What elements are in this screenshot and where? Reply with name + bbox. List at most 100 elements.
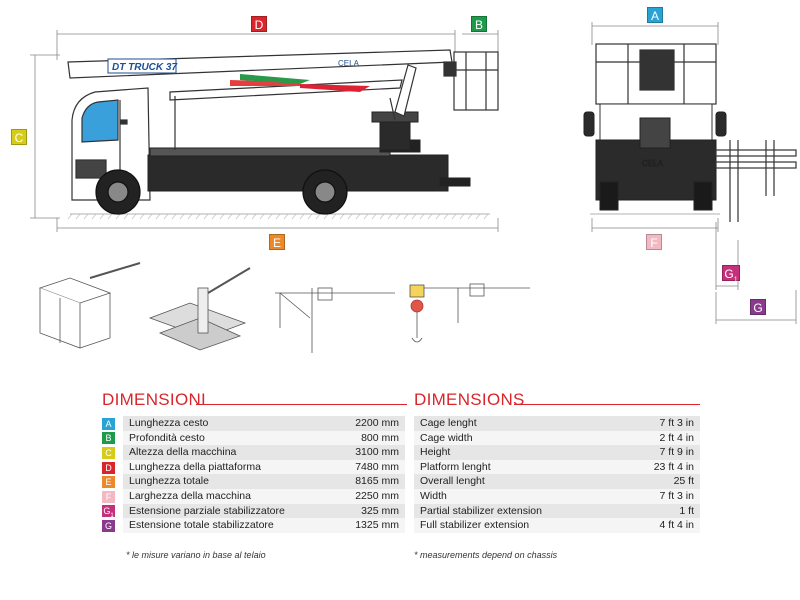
- basket-detail: [38, 262, 141, 349]
- dimension-key-badge: F: [102, 490, 115, 503]
- dimension-label: Lunghezza totale: [123, 474, 339, 489]
- dimension-value: 1325 mm: [338, 518, 405, 533]
- lower-boom: [169, 64, 417, 150]
- dimension-label: Lunghezza cesto: [123, 416, 339, 431]
- dimension-key-badge: C: [102, 446, 115, 459]
- row-key-cell: E: [102, 474, 120, 489]
- rear-brand-text: CELA: [642, 159, 664, 168]
- dimension-key-badge: E: [102, 476, 115, 489]
- dimension-value: 25 ft: [624, 474, 700, 489]
- en-title-rule: [514, 404, 700, 405]
- row-key-cell: G: [102, 518, 120, 533]
- dimension-label: Altezza della macchina: [123, 445, 339, 460]
- dimension-label: Width: [414, 488, 625, 504]
- row-key-cell: A: [102, 416, 120, 431]
- truck-side-view-drawing: DT TRUCK 37 CELA: [30, 30, 499, 232]
- dimension-label: Cage lenght: [414, 416, 625, 431]
- dimension-line-f: [591, 218, 719, 232]
- dimension-line-a: [591, 22, 719, 45]
- label-b: B: [471, 16, 487, 32]
- dimension-value: 7 ft 3 in: [624, 416, 700, 431]
- boom-branding: DT TRUCK 37 CELA: [107, 58, 360, 74]
- label-f: F: [646, 234, 662, 250]
- brand-text: CELA: [338, 59, 360, 68]
- boom-turret: [371, 111, 419, 151]
- basket-side: [443, 51, 499, 111]
- dimension-label: Partial stabilizer extension: [414, 503, 625, 519]
- dimension-key-badge: A: [102, 417, 115, 430]
- en-section-title: DIMENSIONS: [414, 390, 525, 409]
- dimension-value: 7480 mm: [338, 459, 405, 475]
- jib-detail: [275, 287, 395, 353]
- detail-drawings: [38, 262, 530, 353]
- jib-hook-detail: [409, 283, 530, 343]
- dimension-label: Cage width: [414, 430, 625, 446]
- dimension-label: Profondità cesto: [123, 430, 339, 446]
- truck-rear-body: CELA: [583, 103, 727, 211]
- dimension-value: 1 ft: [624, 503, 700, 519]
- stabilizer-outrigger: [715, 140, 797, 222]
- dimension-label: Height: [414, 445, 625, 460]
- dimension-value: 2250 mm: [338, 488, 405, 504]
- dimension-key-badge: D: [102, 461, 115, 474]
- dimension-label: Full stabilizer extension: [414, 518, 625, 533]
- dimension-value: 3100 mm: [338, 445, 405, 460]
- truck-rear-view-drawing: CELA: [583, 22, 797, 324]
- ground-hatch: [67, 213, 489, 220]
- dimension-value: 7 ft 9 in: [624, 445, 700, 460]
- basket-rear: [595, 43, 717, 105]
- it-section-title: DIMENSIONI: [102, 390, 207, 409]
- dimension-value: 2 ft 4 in: [624, 430, 700, 446]
- label-d: D: [251, 16, 267, 32]
- row-key-cell: C: [102, 445, 120, 460]
- label-a: A: [647, 7, 663, 23]
- row-key-cell: D: [102, 460, 120, 475]
- dimension-value: 8165 mm: [338, 474, 405, 489]
- dimension-value: 325 mm: [338, 503, 405, 519]
- dimension-label: Overall lenght: [414, 474, 625, 489]
- dimension-value: 7 ft 3 in: [624, 488, 700, 504]
- dimension-line-e: [56, 218, 499, 232]
- row-key-cell: G1: [102, 504, 120, 519]
- dimension-value: 23 ft 4 in: [624, 459, 700, 475]
- label-c: C: [11, 129, 27, 145]
- dimension-key-badge: G1: [102, 505, 115, 520]
- en-footnote: * measurements depend on chassis: [414, 550, 558, 560]
- turntable-detail: [148, 267, 251, 351]
- dimension-label: Estensione totale stabilizzatore: [123, 518, 339, 533]
- dimension-value: 800 mm: [338, 430, 405, 446]
- model-text: DT TRUCK 37: [112, 62, 177, 73]
- dimension-line-g: [715, 290, 797, 324]
- dimension-label: Estensione parziale stabilizzatore: [123, 503, 339, 519]
- dimension-line-d: [56, 30, 499, 60]
- dimension-label: Larghezza della macchina: [123, 488, 339, 504]
- it-title-rule: [196, 404, 407, 405]
- dimension-label: Platform lenght: [414, 459, 625, 475]
- row-key-cell: F: [102, 489, 120, 504]
- dimension-key-badge: B: [102, 432, 115, 445]
- row-key-cell: B: [102, 431, 120, 446]
- dimension-label: Lunghezza della piattaforma: [123, 459, 339, 475]
- label-g: G: [750, 299, 766, 315]
- truck-cab: [71, 87, 151, 201]
- truck-wheels: [95, 169, 348, 215]
- dimension-value: 4 ft 4 in: [624, 518, 700, 533]
- dimension-key-badge: G: [102, 519, 115, 532]
- dimension-value: 2200 mm: [338, 416, 405, 431]
